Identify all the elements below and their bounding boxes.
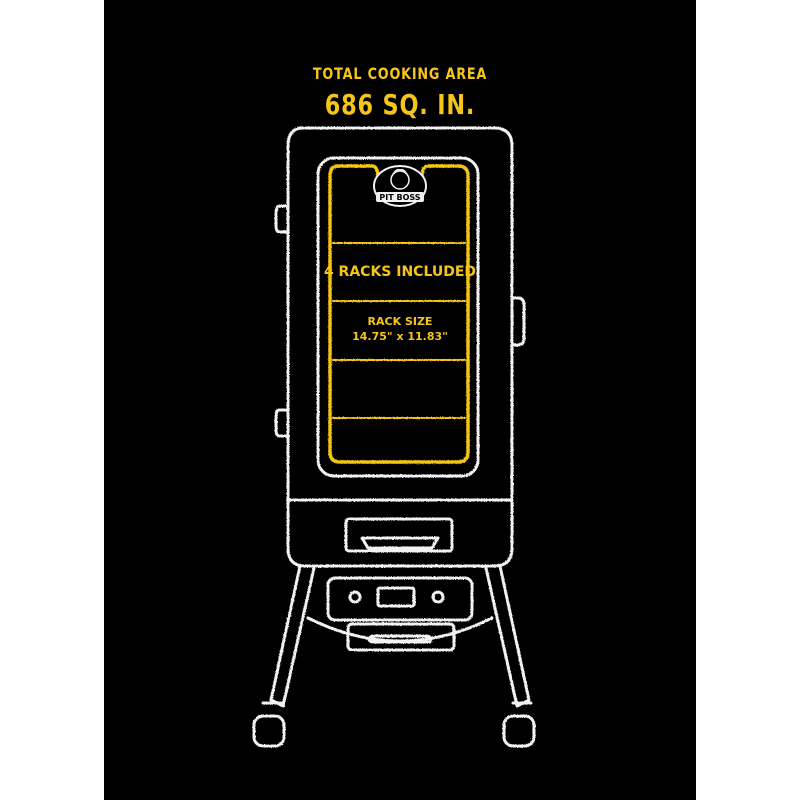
controller-dial-right bbox=[431, 590, 445, 604]
door-handle bbox=[510, 296, 526, 347]
black-backdrop bbox=[104, 0, 696, 800]
controller-dial-left bbox=[348, 590, 362, 604]
controller-display bbox=[376, 586, 416, 608]
cooking-area-title: TOTAL COOKING AREA bbox=[312, 64, 488, 83]
wheel-right bbox=[502, 714, 536, 748]
smoker-cabinet bbox=[286, 126, 514, 568]
wood-chip-tray bbox=[346, 622, 456, 652]
door-window-frame bbox=[316, 156, 480, 478]
logo-text: PIT BOSS bbox=[379, 193, 420, 202]
chef-logo-icon: PIT BOSS bbox=[373, 165, 427, 207]
controller-box bbox=[326, 576, 474, 622]
racks bbox=[332, 242, 466, 419]
wheels bbox=[252, 701, 536, 748]
wheel-left bbox=[252, 714, 286, 748]
rack-size-value: 14.75" x 11.83" bbox=[352, 330, 448, 343]
door-hinges bbox=[274, 204, 290, 438]
cooking-area-value: 686 SQ. IN. bbox=[324, 88, 476, 121]
drip-drawer bbox=[344, 517, 454, 553]
racks-included-label: 4 RACKS INCLUDED bbox=[324, 264, 476, 280]
rack-size-label: RACK SIZE bbox=[368, 315, 433, 328]
